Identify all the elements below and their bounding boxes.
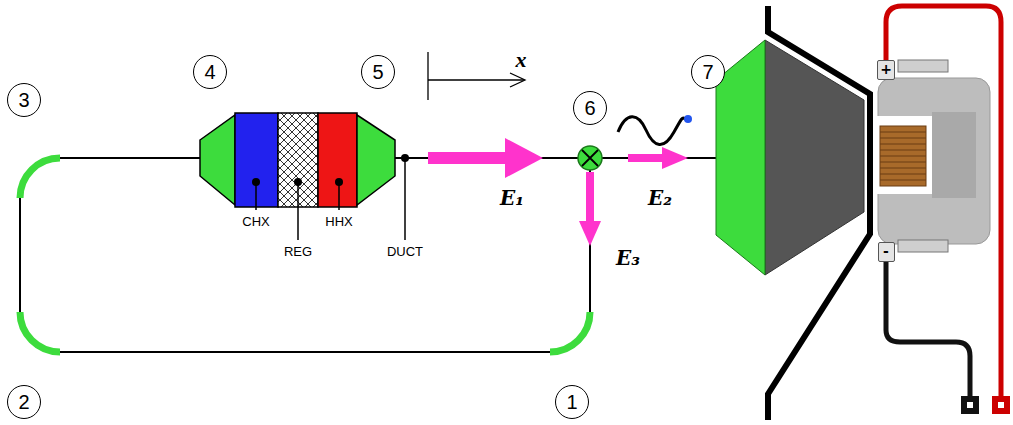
energy-arrowhead: [505, 138, 543, 178]
callout-circle: 2: [7, 385, 41, 419]
cone-section: [357, 115, 395, 205]
terminal-box: +: [877, 60, 895, 80]
callout-number: 5: [372, 61, 383, 83]
energy-arrowhead: [662, 147, 688, 169]
voice-coil: [880, 126, 926, 186]
leader-line: [338, 182, 340, 210]
leader-line: [255, 182, 257, 210]
callout-number: 1: [566, 391, 577, 413]
callout-circle: 3: [7, 83, 41, 117]
leader-lines: [256, 158, 405, 240]
energy-arrows: [428, 138, 688, 246]
hot-heat-exchanger: [318, 113, 357, 207]
junction-circle: [578, 146, 602, 170]
part-label: CHX: [242, 215, 269, 229]
black-wire: [886, 262, 970, 398]
callout-circle: 5: [361, 55, 395, 89]
callout-number: 2: [18, 391, 29, 413]
tube-bend: [20, 312, 60, 352]
tube-bend: [20, 158, 60, 198]
cone-section: [200, 115, 235, 205]
energy-arrow-shaft: [586, 172, 594, 222]
terminal-sign: -: [883, 244, 889, 259]
wave-dot: [684, 115, 692, 123]
callout-circle: 4: [193, 55, 227, 89]
axis-line: [428, 79, 524, 80]
callout-circle: 6: [573, 91, 607, 125]
part-label: DUCT: [387, 245, 423, 259]
point-dot: [294, 178, 302, 186]
pole-piece: [932, 112, 976, 198]
callout-circle: 7: [691, 55, 725, 89]
energy-flow-label: E₂: [648, 187, 672, 209]
callout-number: 7: [702, 61, 713, 83]
callout-number: 4: [204, 61, 215, 83]
terminal-sign: +: [880, 62, 892, 77]
point-dot: [252, 178, 260, 186]
axis-origin-line: [427, 52, 428, 100]
terminal-box: -: [878, 242, 895, 262]
black-terminal: [961, 396, 979, 414]
energy-arrowhead: [579, 221, 601, 246]
tube-bend: [550, 312, 590, 352]
x-axis: [428, 52, 525, 100]
callout-number: 3: [18, 89, 29, 111]
magnet-gap: [874, 116, 934, 194]
junction-cross: [582, 150, 598, 166]
part-label: HHX: [325, 215, 352, 229]
leader-line: [404, 158, 406, 240]
speaker-magnet: [878, 78, 990, 244]
tube-line: [19, 198, 21, 312]
red-terminal: [992, 396, 1010, 414]
axis-label: x: [516, 48, 527, 72]
callout-number: 6: [584, 97, 595, 119]
energy-arrow-shaft: [428, 152, 506, 164]
red-wire: [886, 6, 1001, 398]
energy-flow-label: E₃: [616, 247, 640, 269]
measure-points: [252, 154, 409, 186]
pole-plate: [898, 240, 948, 252]
axis-arrowhead: [510, 73, 525, 87]
point-dot: [335, 178, 343, 186]
energy-arrow-shaft: [628, 154, 663, 162]
speaker-cone: [765, 40, 864, 275]
terminal-pin: [967, 402, 973, 408]
leader-line: [297, 182, 299, 240]
sound-wave: [618, 117, 686, 145]
tube-line: [60, 157, 200, 159]
callout-circle: 1: [555, 385, 589, 419]
energy-flow-label: E₁: [500, 187, 524, 209]
tube-line: [60, 351, 550, 353]
point-dot: [401, 154, 409, 162]
junction-symbol: [578, 146, 602, 170]
pole-plate: [898, 60, 948, 72]
coil-windings: [880, 132, 926, 180]
terminal-pin: [998, 402, 1004, 408]
part-label: REG: [284, 245, 312, 259]
